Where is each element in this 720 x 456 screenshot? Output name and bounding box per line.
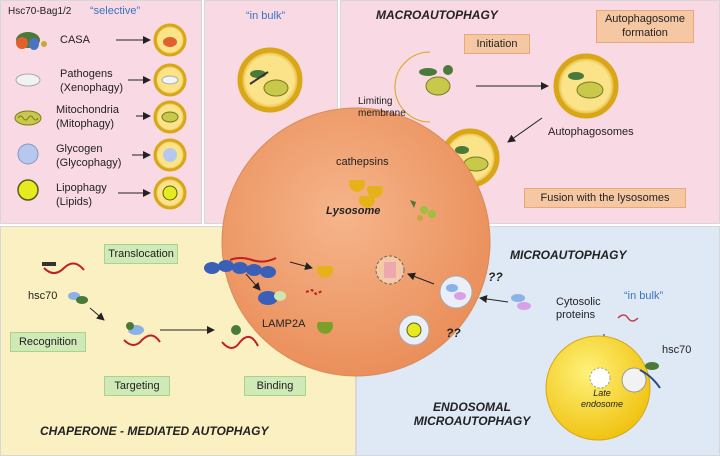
lipophagy-sub: (Lipids) [56,196,93,208]
microautophagy-invagination [439,275,473,309]
endosomal-microautophagy-title: ENDOSOMAL MICROAUTOPHAGY [413,400,531,428]
limiting-membrane-label: Limiting membrane [358,96,406,119]
autophagosomes-label: Autophagosomes [548,126,634,138]
hsc70-icon [68,292,88,304]
microautophagy-vesicle [375,255,405,285]
vesicle-mitochondria [153,100,187,134]
pathogen-icon [15,73,41,87]
casa-icon [16,32,47,50]
fusion-box: Fusion with the lysosomes [524,188,686,208]
micro-in-bulk-label: “in bulk” [624,290,664,302]
vesicle-glycogen [153,138,187,172]
limiting-membrane [394,51,453,123]
selective-label: “selective” [90,5,141,17]
microautophagy-title: MICROAUTOPHAGY [510,248,627,262]
binding-box: Binding [244,376,306,396]
macroautophagy-title: MACROAUTOPHAGY [376,8,498,22]
targeting-box: Targeting [104,376,170,396]
casa-label: CASA [60,34,90,46]
lysosome-label: Lysosome [326,205,381,217]
hsc70-bag-header: Hsc70-Bag1/2 [8,6,72,17]
cma-title: CHAPERONE - MEDIATED AUTOPHAGY [40,424,269,438]
lamp2a-label: LAMP2A [262,318,306,330]
lipophagy-label: Lipophagy [56,182,107,194]
pathogens-sub: (Xenophagy) [60,82,123,94]
recognition-box: Recognition [10,332,86,352]
lysosome-body [221,107,491,377]
lamp2a-receptor [204,257,286,305]
in-bulk-label: “in bulk” [246,10,286,22]
mitochondria-sub: (Mitophagy) [56,118,115,130]
substrate-protein-1 [42,262,85,274]
late-endosome-label: Late endosome [580,388,624,409]
arrow-to-lysosome [407,272,435,285]
complex-binding [221,325,259,349]
arrow-recognition [89,307,105,321]
initiation-box: Initiation [464,34,530,54]
bulk-autophagosome [237,47,303,113]
autophagosome [553,53,619,119]
micro-lipid-vesicle [398,314,430,346]
arrow-translocation [289,261,313,271]
cma-cathepsins [305,266,333,334]
autophagosome-formation-box: Autophagosome formation [596,10,694,43]
cytosolic-proteins-label: Cytosolic proteins [556,296,601,321]
hsc70-label: hsc70 [28,290,58,302]
translocation-box: Translocation [104,244,178,264]
lipid-icon [17,179,39,201]
glycogen-sub: (Glycophagy) [56,157,122,169]
cathepsins-icon [348,180,383,208]
unknown-1: ?? [488,270,503,284]
arrow-to-fusion [507,117,543,143]
micro-hsc70-label: hsc70 [662,344,692,356]
vesicle-lipid [153,176,187,210]
late-endosome [545,335,661,441]
glycogen-label: Glycogen [56,143,103,155]
glycogen-icon [17,143,39,165]
degraded-cargo [410,200,436,221]
cytosolic-protein-icon [617,314,639,322]
arrow-micro [479,295,509,303]
complex-targeting [123,322,161,346]
micro-cargo [511,294,531,310]
unknown-2: ?? [446,326,461,340]
pathogens-label: Pathogens [60,68,113,80]
mitochondria-label: Mitochondria [56,104,119,116]
arrow-binding [245,273,261,291]
mitochondria-icon [14,110,42,126]
vesicle-pathogens [153,63,187,97]
vesicle-casa [153,23,187,57]
cathepsins-label: cathepsins [336,156,389,168]
